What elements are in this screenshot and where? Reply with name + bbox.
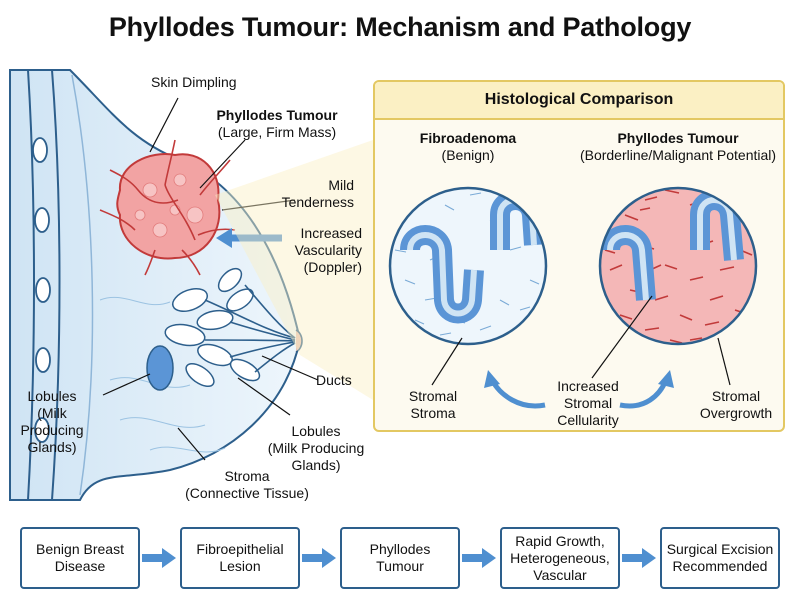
label-vascularity-line-1: Increased [300, 225, 362, 241]
label-stromal-stroma: Stromal Stroma [398, 388, 468, 422]
label-mild-tenderness: Mild Tenderness [250, 177, 354, 211]
label-cellularity-line-1: Increased [557, 378, 619, 394]
label-lobules-left-line-2: (Milk [37, 405, 67, 421]
label-increased-cellularity: Increased Stromal Cellularity [540, 378, 636, 429]
label-cellularity-line-3: Cellularity [557, 412, 619, 428]
label-ducts: Ducts [316, 372, 352, 388]
label-phyllodes-tumour-title: Phyllodes Tumour [216, 107, 338, 123]
label-increased-vascularity: Increased Vascularity (Doppler) [250, 225, 362, 276]
label-vascularity-line-2: Vascularity [294, 242, 362, 258]
label-overgrowth-line-1: Stromal [711, 388, 761, 404]
label-stroma-line-1: Stroma [224, 468, 270, 484]
label-skin-dimpling: Skin Dimpling [151, 74, 237, 90]
flow-step-fibroepithelial-lesion: Fibroepithelial Lesion [180, 527, 300, 589]
label-lobules-left: Lobules (Milk Producing Glands) [10, 388, 94, 456]
label-lobules-right: Lobules (Milk Producing Glands) [258, 423, 374, 474]
tumour-mass [99, 139, 236, 276]
flow-step-rapid-growth: Rapid Growth, Heterogeneous, Vascular [500, 527, 620, 589]
breast-cross-section [9, 69, 303, 501]
flow-step-benign-breast-disease: Benign Breast Disease [20, 527, 140, 589]
label-fibroadenoma-sub: (Benign) [441, 147, 495, 163]
label-vascularity-line-3: (Doppler) [303, 259, 362, 275]
breast-leader-lines [102, 97, 319, 461]
label-phyllodes-histology: Phyllodes Tumour (Borderline/Malignant P… [572, 130, 784, 164]
label-lobules-right-line-1: Lobules [291, 423, 341, 439]
label-mild-tenderness-line-2: Tenderness [281, 194, 354, 210]
label-overgrowth-line-2: Overgrowth [699, 405, 773, 421]
label-lobules-right-line-2: (Milk Producing [267, 440, 365, 456]
label-lobules-right-line-3: Glands) [291, 457, 341, 473]
label-phyllodes-histology-title: Phyllodes Tumour [617, 130, 739, 146]
histology-leader-lines [431, 295, 731, 386]
label-fibroadenoma-title: Fibroadenoma [419, 130, 517, 146]
label-phyllodes-tumour-sub: (Large, Firm Mass) [217, 124, 337, 140]
diagram-title: Phyllodes Tumour: Mechanism and Patholog… [108, 12, 692, 42]
label-lobules-left-line-4: Glands) [27, 439, 77, 455]
label-cellularity-line-2: Stromal [563, 395, 613, 411]
histology-heading: Histological Comparison [375, 82, 783, 120]
label-phyllodes-histology-sub: (Borderline/Malignant Potential) [579, 147, 777, 163]
fibroadenoma-section [388, 186, 548, 346]
zoom-wedge [215, 140, 373, 400]
label-stroma: Stroma (Connective Tissue) [172, 468, 322, 502]
label-stromal-stroma-line-2: Stroma [410, 405, 456, 421]
vascularity-arrow [216, 228, 282, 248]
label-mild-tenderness-line-1: Mild [328, 177, 354, 193]
comparison-arrows [484, 370, 674, 409]
label-phyllodes-tumour: Phyllodes Tumour (Large, Firm Mass) [202, 107, 352, 141]
phyllodes-section [598, 186, 758, 346]
label-stromal-stroma-line-1: Stromal [408, 388, 458, 404]
flow-step-surgical-excision: Surgical Excision Recommended [660, 527, 780, 589]
label-lobules-left-line-3: Producing [20, 422, 84, 438]
label-stromal-overgrowth: Stromal Overgrowth [688, 388, 784, 422]
flow-step-phyllodes-tumour: Phyllodes Tumour [340, 527, 460, 589]
flow-arrows [142, 548, 656, 568]
label-fibroadenoma: Fibroadenoma (Benign) [398, 130, 538, 164]
label-stroma-line-2: (Connective Tissue) [185, 485, 309, 501]
label-lobules-left-line-1: Lobules [27, 388, 77, 404]
